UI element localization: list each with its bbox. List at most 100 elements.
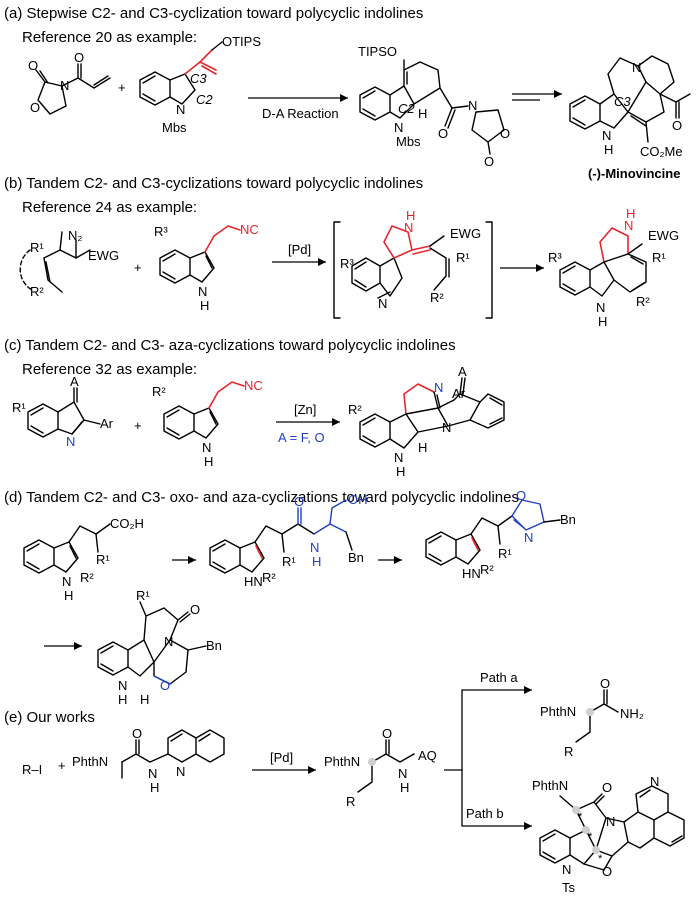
svg-text:N: N [398, 766, 407, 781]
condition-c: A = F, O [278, 430, 325, 445]
svg-text:Ar: Ar [452, 386, 466, 401]
section-b-header: (b) Tandem C2- and C3-cyclizations towar… [4, 175, 423, 192]
svg-text:R²: R² [152, 384, 166, 399]
svg-text:TIPSO: TIPSO [358, 44, 397, 59]
svg-text:R²: R² [636, 294, 650, 309]
svg-text:C3: C3 [190, 71, 207, 86]
product-b: R³ N H EWG R¹ R² N H [548, 206, 679, 329]
svg-text:R³: R³ [340, 256, 354, 271]
svg-text:H: H [200, 298, 209, 313]
svg-text:CO₂Me: CO₂Me [640, 144, 683, 159]
svg-text:H: H [150, 780, 159, 795]
svg-text:N: N [62, 574, 71, 589]
svg-text:H: H [418, 440, 427, 455]
svg-text:H: H [64, 588, 73, 603]
svg-text:N: N [198, 284, 207, 299]
product-path-a: PhthN O NH₂ R [540, 676, 644, 759]
product-path-b: PhthN O N N O N Ts * * * [532, 774, 685, 895]
svg-text:O: O [132, 726, 142, 741]
svg-text:N: N [394, 450, 403, 465]
svg-text:HN: HN [244, 574, 263, 589]
svg-text:Bn: Bn [348, 550, 364, 565]
svg-text:A: A [70, 374, 79, 389]
svg-text:EWG: EWG [648, 228, 679, 243]
svg-text:EWG: EWG [88, 248, 119, 263]
oxazolidinone-acrylamide: O O N O [28, 50, 111, 115]
svg-text:H: H [140, 692, 149, 707]
catalyst-pd-b: [Pd] [288, 242, 311, 257]
svg-text:N: N [66, 434, 75, 449]
catalyst-zn: [Zn] [294, 402, 316, 417]
vinyl-diazo-compound: N₂ EWG R¹ R² [19, 228, 119, 299]
product-c: R² N Ar A N N H H [348, 364, 505, 479]
section-c-reference: Reference 32 as example: [22, 361, 197, 378]
section-c-header: (c) Tandem C2- and C3- aza-cyclizations … [4, 337, 456, 354]
svg-text:O: O [382, 726, 392, 741]
svg-text:N: N [164, 634, 173, 649]
svg-text:N: N [468, 98, 477, 113]
svg-text:N: N [442, 420, 451, 435]
svg-text:N: N [148, 766, 157, 781]
minovincine: O N C3 N H CO₂Me (-)-Minovincine [569, 55, 691, 181]
svg-text:O: O [294, 494, 304, 509]
svg-text:EWG: EWG [450, 226, 481, 241]
svg-text:N: N [624, 218, 633, 233]
svg-text:PhthN: PhthN [72, 754, 108, 769]
svg-text:PhthN: PhthN [324, 754, 360, 769]
alanine-aq-amide: PhthN O N H N [72, 726, 225, 795]
product-name-minovincine: (-)-Minovincine [588, 166, 680, 181]
svg-text:AQ: AQ [418, 748, 437, 763]
svg-text:N: N [394, 120, 403, 135]
indole-acid: CO₂H R¹ R² N H [23, 516, 144, 603]
svg-text:R¹: R¹ [652, 250, 666, 265]
svg-text:*: * [578, 811, 583, 823]
svg-text:Mbs: Mbs [396, 134, 421, 149]
svg-text:N: N [434, 380, 443, 395]
da-adduct: TIPSO C2 H N Mbs O N O O [358, 44, 510, 169]
label-path-b: Path b [466, 806, 504, 821]
product-d: R¹ O N Bn O N H H [97, 588, 222, 707]
svg-text:O: O [602, 864, 612, 879]
svg-text:O: O [190, 602, 200, 617]
indole-oxazoline: O N Bn R¹ R² HN [425, 488, 576, 581]
svg-text:R¹: R¹ [498, 546, 512, 561]
section-e-header: (e) Our works [4, 709, 95, 726]
svg-text:N: N [596, 300, 605, 315]
isocyanide-indole-c: R² NC N H [152, 378, 263, 469]
svg-text:R²: R² [262, 570, 276, 585]
svg-text:N: N [310, 540, 319, 555]
svg-text:A: A [458, 364, 467, 379]
catalyst-pd-e: [Pd] [270, 750, 293, 765]
section-a-reference: Reference 20 as example: [22, 29, 197, 46]
indolenine-c: R¹ A Ar N [12, 374, 114, 449]
svg-text:OH: OH [348, 492, 368, 507]
plus-a: + [118, 80, 126, 95]
svg-text:H: H [418, 106, 427, 121]
svg-text:NC: NC [244, 378, 263, 393]
svg-text:H: H [626, 206, 635, 221]
svg-text:H: H [406, 208, 415, 223]
svg-text:R²: R² [30, 284, 44, 299]
svg-text:Mbs: Mbs [162, 120, 187, 135]
label-da-reaction: D-A Reaction [262, 106, 339, 121]
svg-text:N: N [202, 440, 211, 455]
svg-text:N: N [632, 60, 641, 75]
svg-text:C3: C3 [614, 94, 631, 109]
intermediate-e: PhthN O N H AQ R [324, 726, 437, 809]
label-path-a: Path a [480, 670, 518, 685]
svg-text:N: N [524, 530, 533, 545]
alkyl-iodide: R–I [22, 762, 42, 777]
svg-text:N: N [378, 296, 387, 311]
plus-b: + [134, 260, 142, 275]
svg-text:H: H [312, 554, 321, 569]
svg-text:C2: C2 [398, 101, 415, 116]
svg-text:N: N [60, 78, 69, 93]
svg-text:H: H [118, 692, 127, 707]
svg-text:+: + [58, 758, 66, 773]
svg-text:H: H [396, 464, 405, 479]
svg-text:OTIPS: OTIPS [222, 34, 261, 49]
svg-text:R²: R² [480, 562, 494, 577]
svg-text:R²: R² [80, 570, 94, 585]
